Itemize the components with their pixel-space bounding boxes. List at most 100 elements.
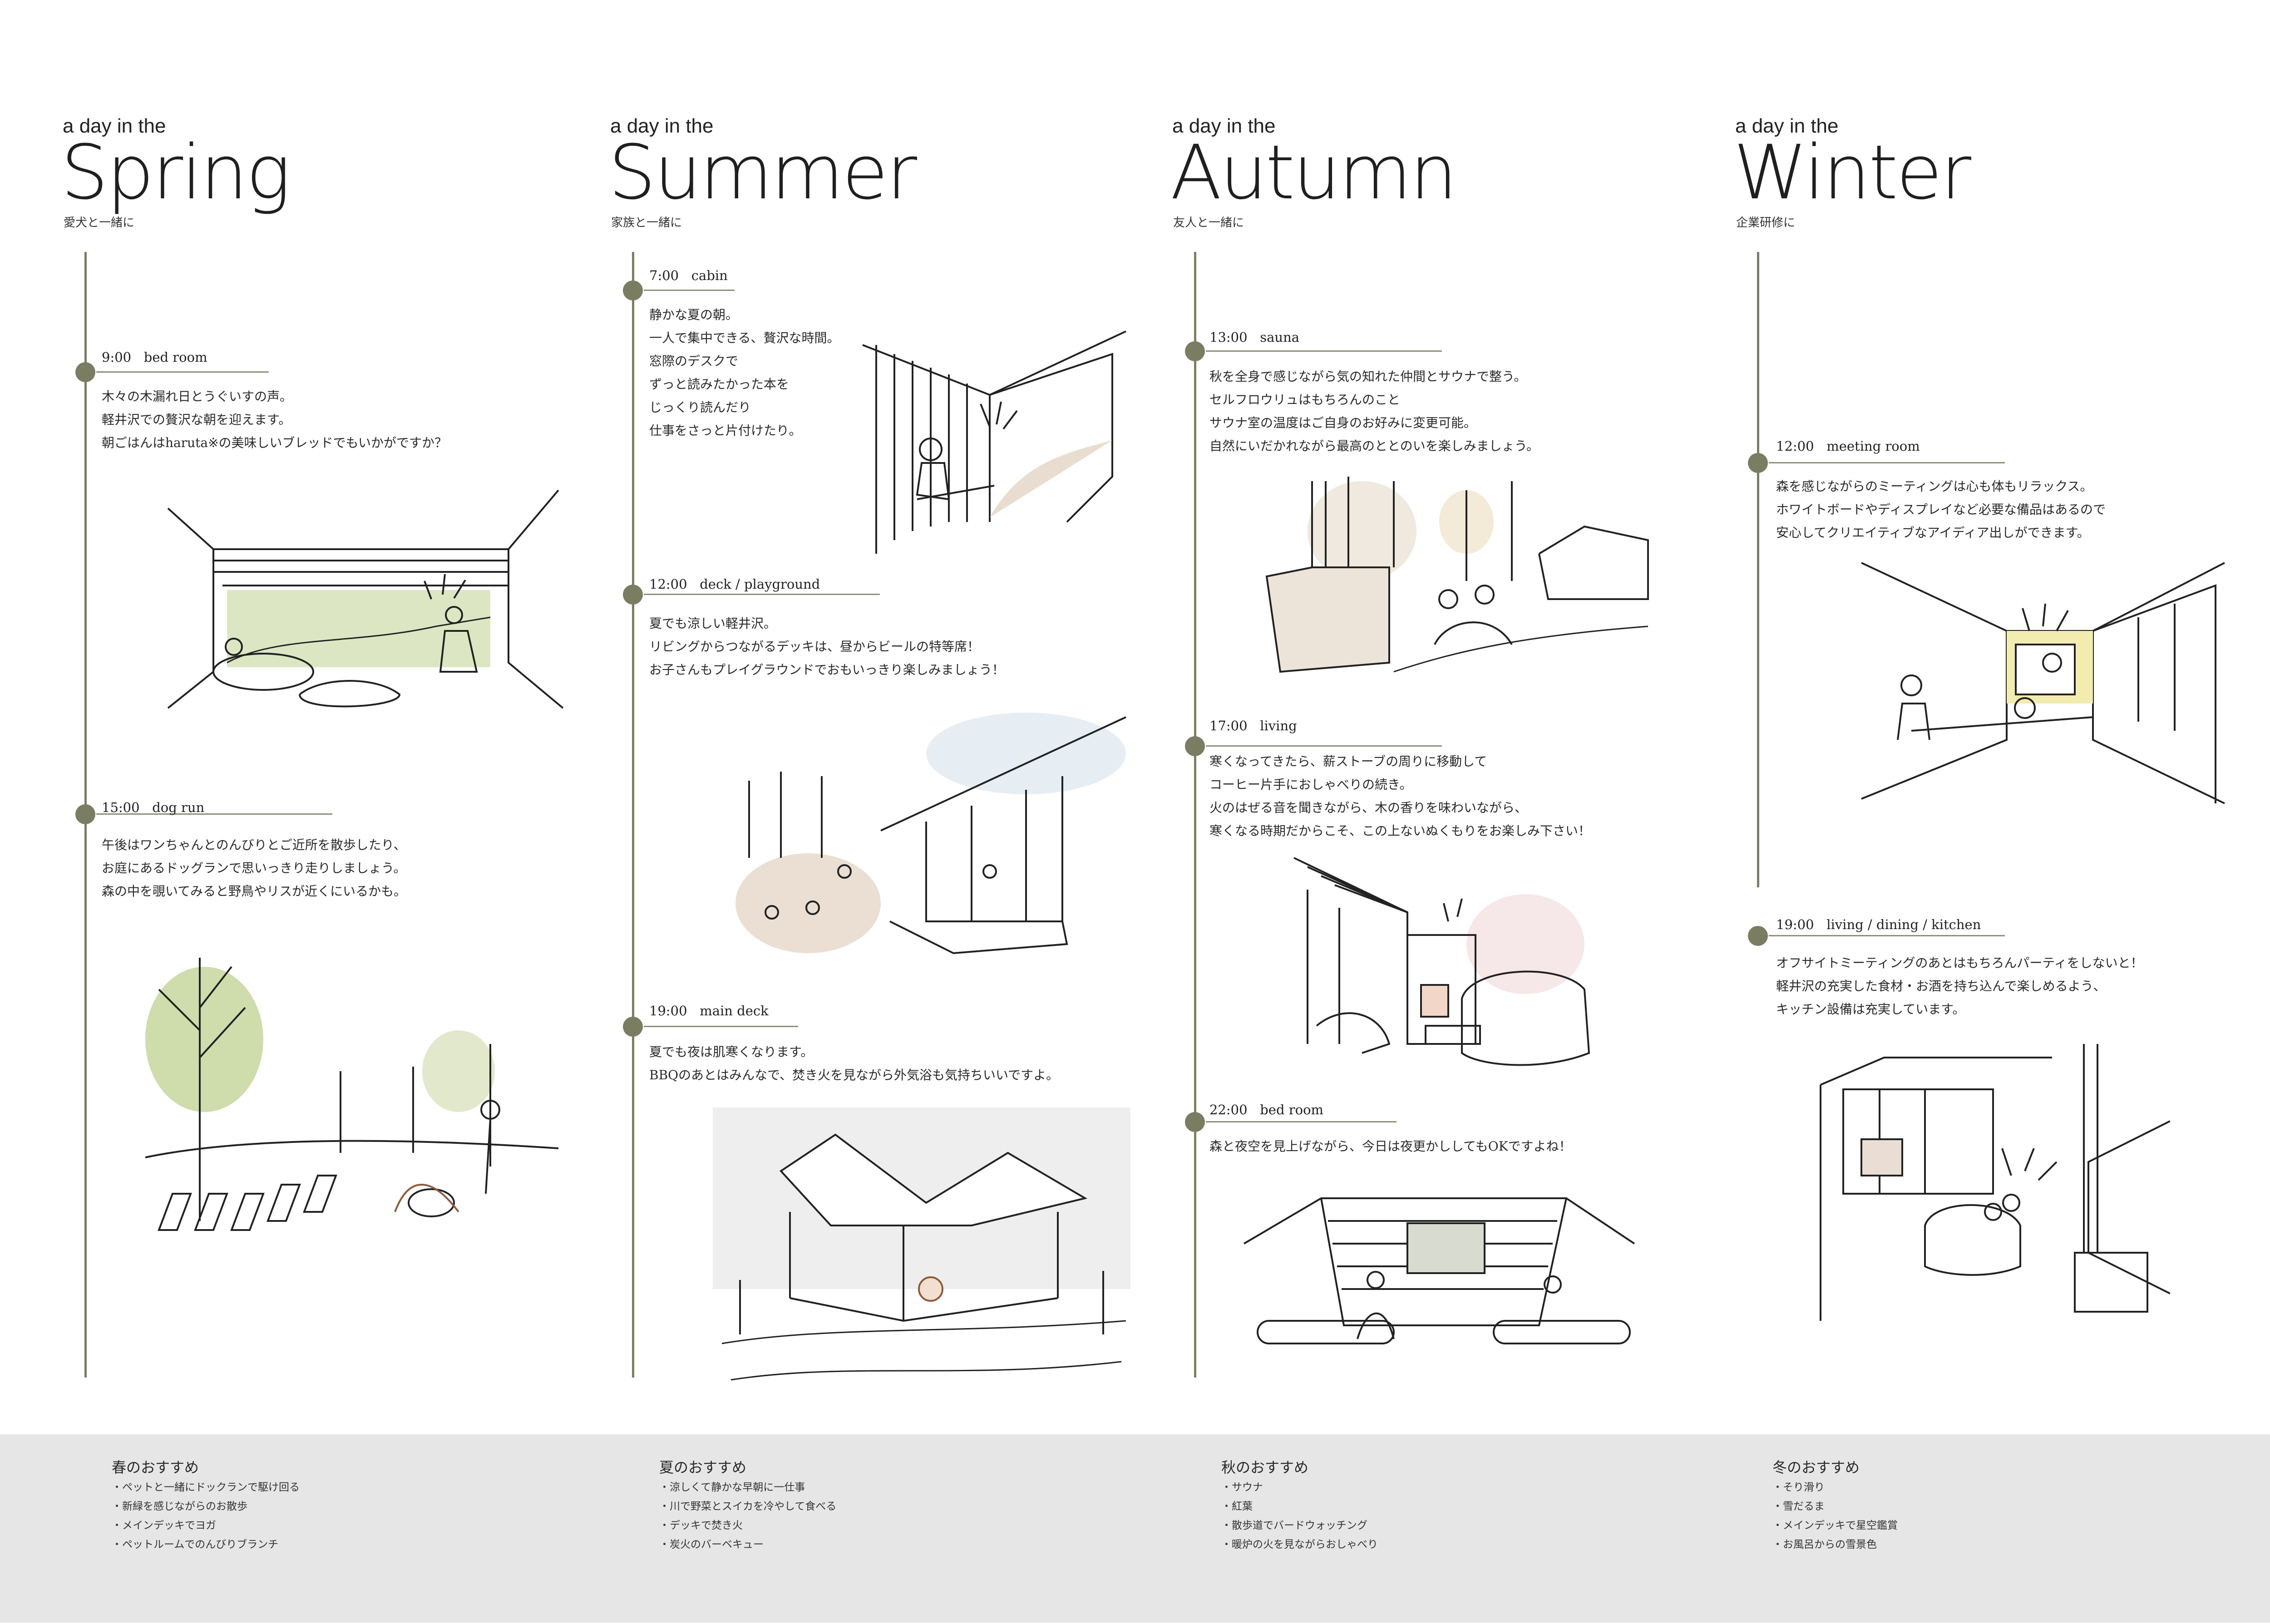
event-description: 夏でも涼しい軽井沢。 リビングからつながるデッキは、昼からビールの特等席！ お子… xyxy=(649,616,1005,677)
event-time: 19:00 xyxy=(1776,917,1814,932)
list-item: ・新緑を感じながらのお散歩 xyxy=(112,1501,247,1512)
list-item: ・涼しくて静かな早朝に一仕事 xyxy=(659,1481,805,1493)
timeline-dot xyxy=(1185,1112,1205,1132)
event-description: 夏でも夜は肌寒くなります。 BBQのあとはみんなで、焚き火を見ながら外気浴も気持… xyxy=(649,1044,1059,1083)
timeline-rule xyxy=(1769,935,2005,936)
timeline-line xyxy=(1757,252,1759,887)
season-title: Winter xyxy=(1733,129,1971,216)
timeline-dot xyxy=(1748,453,1768,473)
timeline-dot xyxy=(623,1017,643,1037)
event-place: meeting room xyxy=(1826,438,1920,454)
event-title: 9:00 bed room xyxy=(102,349,207,365)
recommend-list: ・涼しくて静かな早朝に一仕事 ・川で野菜とスイカを冷やして食べる ・デッキで焚き… xyxy=(659,1478,836,1554)
event-place: cabin xyxy=(691,268,728,283)
list-item: ・メインデッキで星空鑑賞 xyxy=(1772,1520,1898,1531)
recommendations-band xyxy=(0,1434,2270,1623)
event-time: 12:00 xyxy=(649,576,687,592)
event-place: living / dining / kitchen xyxy=(1826,917,1981,932)
timeline-dot xyxy=(623,281,643,300)
event-title: 15:00 dog run xyxy=(102,800,204,815)
season-kicker: a day in the xyxy=(63,115,166,137)
event-description: 秋を全身で感じながら気の知れた仲間とサウナで整う。 セルフロウリュはもちろんのこ… xyxy=(1209,369,1540,453)
autumn-bedroom-illustration xyxy=(1239,1189,1643,1380)
event-time: 12:00 xyxy=(1776,438,1814,454)
event-time: 17:00 xyxy=(1209,718,1248,733)
recommend-title: 夏のおすすめ xyxy=(659,1459,747,1476)
event-place: dog run xyxy=(152,800,205,815)
list-item: ・川で野菜とスイカを冷やして食べる xyxy=(659,1501,837,1512)
event-place: deck / playground xyxy=(700,576,820,592)
event-place: bed room xyxy=(1260,1102,1324,1117)
event-place: main deck xyxy=(700,1003,769,1019)
list-item: ・雪だるま xyxy=(1772,1501,1825,1512)
season-subtitle: 企業研修に xyxy=(1736,216,1796,230)
recommend-title: 春のおすすめ xyxy=(112,1459,199,1476)
recommend-list: ・サウナ ・紅葉 ・散歩道でバードウォッチング ・暖炉の火を見ながらおしゃべり xyxy=(1221,1478,1378,1554)
sauna-illustration xyxy=(1258,463,1657,690)
event-time: 22:00 xyxy=(1209,1102,1248,1117)
timeline-rule xyxy=(1769,462,2005,463)
timeline-dot xyxy=(1748,926,1768,946)
timeline-rule xyxy=(644,594,880,595)
timeline-dot xyxy=(623,585,643,605)
list-item: ・ペットと一緒にドックランで駆け回る xyxy=(112,1481,300,1493)
recommend-list: ・そり滑り ・雪だるま ・メインデッキで星空鑑賞 ・お風呂からの雪景色 xyxy=(1772,1478,1898,1554)
recommend-list: ・ペットと一緒にドックランで駆け回る ・新緑を感じながらのお散歩 ・メインデッキ… xyxy=(112,1478,300,1554)
event-description: 午後はワンちゃんとのんびりとご近所を散歩したり、 お庭にあるドッグランで思いっき… xyxy=(102,837,407,899)
list-item: ・デッキで焚き火 xyxy=(659,1520,743,1531)
event-description: 森と夜空を見上げながら、今日は夜更かししてもOKですよね！ xyxy=(1209,1139,1572,1154)
timeline-rule xyxy=(1206,745,1442,747)
event-title: 13:00 sauna xyxy=(1209,330,1299,345)
event-description: 寒くなってきたら、薪ストーブの周りに移動して コーヒー片手におしゃべりの続き。 … xyxy=(1209,754,1591,838)
event-title: 12:00 meeting room xyxy=(1776,438,1920,454)
season-title: Summer xyxy=(608,129,917,216)
timeline-rule xyxy=(96,813,332,815)
event-place: living xyxy=(1260,718,1297,733)
season-kicker: a day in the xyxy=(1172,115,1276,137)
event-description: 木々の木漏れ日とうぐいすの声。 軽井沢での贅沢な朝を迎えます。 朝ごはんはhar… xyxy=(102,389,447,450)
timeline-line xyxy=(1194,252,1196,1378)
living-illustration xyxy=(1289,853,1616,1098)
timeline-line xyxy=(632,252,634,1378)
event-title: 19:00 main deck xyxy=(649,1003,769,1019)
season-title: Autumn xyxy=(1170,129,1457,216)
bedroom-illustration xyxy=(163,481,568,735)
list-item: ・紅葉 xyxy=(1221,1501,1253,1512)
list-item: ・メインデッキでヨガ xyxy=(112,1520,216,1531)
event-time: 15:00 xyxy=(102,800,140,815)
event-title: 7:00 cabin xyxy=(649,268,728,283)
event-time: 13:00 xyxy=(1209,330,1248,345)
living-dining-kitchen-illustration xyxy=(1816,1039,2170,1348)
event-time: 19:00 xyxy=(649,1003,687,1019)
season-subtitle: 愛犬と一緒に xyxy=(64,216,135,230)
season-subtitle: 家族と一緒に xyxy=(611,216,682,230)
event-title: 12:00 deck / playground xyxy=(649,576,820,592)
list-item: ・散歩道でバードウォッチング xyxy=(1221,1520,1367,1531)
list-item: ・お風呂からの雪景色 xyxy=(1772,1539,1877,1550)
timeline-dot xyxy=(75,804,95,824)
timeline-rule xyxy=(644,1026,798,1027)
list-item: ・そり滑り xyxy=(1772,1481,1825,1493)
season-kicker: a day in the xyxy=(1735,115,1839,137)
timeline-dot xyxy=(1185,736,1205,756)
timeline-rule xyxy=(644,290,735,291)
deck-playground-illustration xyxy=(717,708,1135,971)
season-kicker: a day in the xyxy=(610,115,714,137)
main-deck-illustration xyxy=(713,1107,1130,1403)
event-description: 静かな夏の朝。 一人で集中できる、贅沢な時間。 窓際のデスクで ずっと読みたかっ… xyxy=(649,307,840,438)
event-time: 7:00 xyxy=(649,268,679,283)
event-time: 9:00 xyxy=(102,349,132,365)
meeting-room-illustration xyxy=(1857,558,2238,812)
list-item: ・炭火のバーベキュー xyxy=(659,1539,764,1550)
event-place: bed room xyxy=(143,349,207,365)
season-title: Spring xyxy=(61,129,291,216)
recommend-title: 秋のおすすめ xyxy=(1221,1459,1309,1476)
list-item: ・ペットルームでのんびりブランチ xyxy=(112,1539,279,1550)
timeline-rule xyxy=(96,371,269,373)
season-subtitle: 友人と一緒に xyxy=(1173,216,1244,230)
recommend-title: 冬のおすすめ xyxy=(1772,1459,1860,1476)
event-place: sauna xyxy=(1260,330,1300,345)
timeline-rule xyxy=(1206,350,1442,352)
dog-run-illustration xyxy=(141,940,563,1275)
cabin-illustration xyxy=(858,327,1130,563)
